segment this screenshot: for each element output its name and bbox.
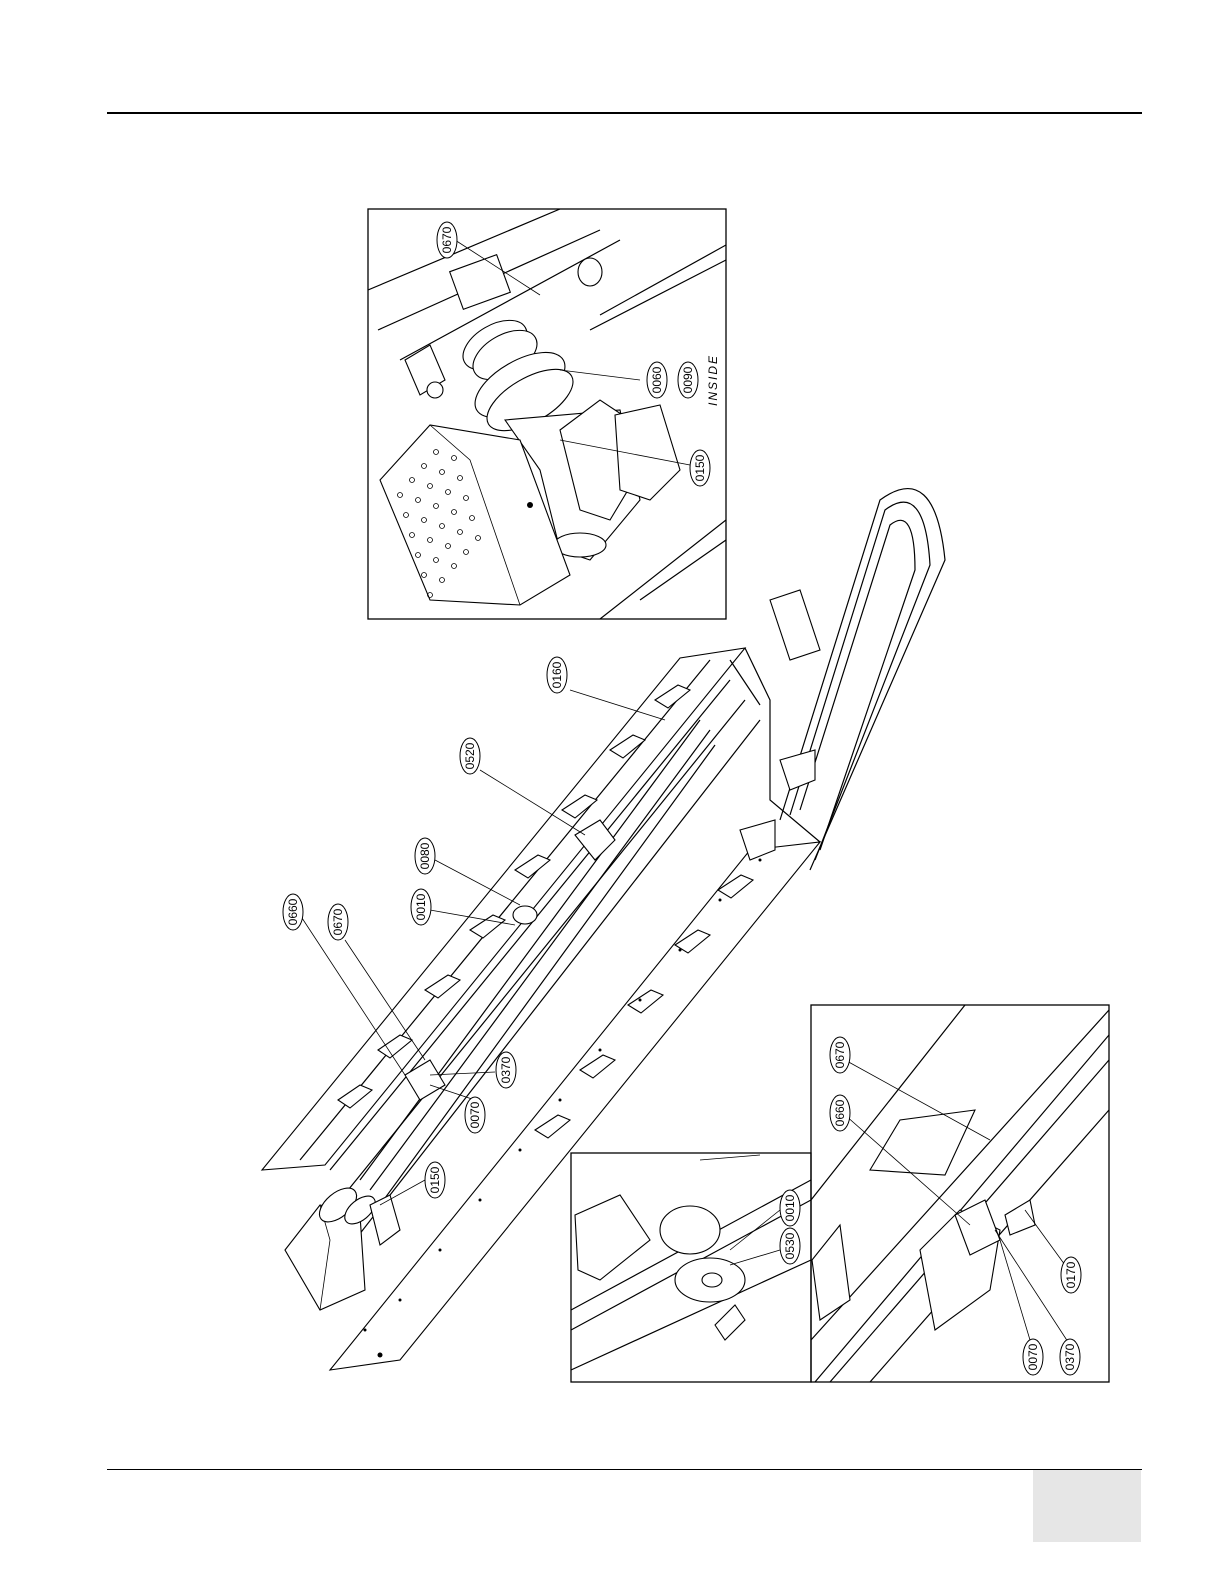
- inset-bottom-left-artwork: [571, 1155, 811, 1370]
- callout-main-0160-label: 0160: [550, 661, 564, 688]
- callout-br-0670-label: 0670: [833, 1041, 847, 1068]
- callouts: 0670 0060 0090 0150 INSIDE 0160 0520 008: [283, 222, 1081, 1375]
- callout-br-0670: 0670: [830, 1037, 850, 1073]
- callout-bl-0530-label: 0530: [783, 1232, 797, 1259]
- callout-br-0170-label: 0170: [1064, 1261, 1078, 1288]
- inset-bottom-right-artwork: [811, 1005, 1109, 1382]
- callout-br-0660-label: 0660: [833, 1099, 847, 1126]
- callout-main-0370-label: 0370: [499, 1056, 513, 1083]
- callout-main-0080-label: 0080: [418, 842, 432, 869]
- callout-main-0660: 0660: [283, 894, 303, 930]
- callout-main-0370: 0370: [496, 1052, 516, 1088]
- callout-main-0010: 0010: [411, 889, 431, 925]
- callout-main-0160: 0160: [547, 657, 567, 693]
- callout-bl-0530: 0530: [780, 1228, 800, 1264]
- callout-main-0520: 0520: [460, 738, 480, 774]
- callout-top-0060-label: 0060: [650, 366, 664, 393]
- inset-top-artwork: [368, 209, 726, 619]
- inset-bottom-right: [811, 1005, 1109, 1382]
- callout-br-0070-label: 0070: [1026, 1343, 1040, 1370]
- callout-main-0010-label: 0010: [414, 893, 428, 920]
- inside-note-label: INSIDE: [706, 354, 720, 406]
- callout-br-0170: 0170: [1061, 1257, 1081, 1293]
- callout-top-0150: 0150: [690, 450, 710, 486]
- callout-br-0070: 0070: [1023, 1339, 1043, 1375]
- callout-main-0070: 0070: [465, 1097, 485, 1133]
- callout-bl-0010-label: 0010: [783, 1194, 797, 1221]
- callout-br-0370-label: 0370: [1063, 1343, 1077, 1370]
- callout-top-0060: 0060: [647, 362, 667, 398]
- callout-top-0150-label: 0150: [693, 454, 707, 481]
- callout-main-0150: 0150: [425, 1162, 445, 1198]
- callout-top-0090: 0090: [678, 362, 698, 398]
- callout-br-0660: 0660: [830, 1095, 850, 1131]
- callout-br-0370: 0370: [1060, 1339, 1080, 1375]
- callout-main-0670: 0670: [328, 904, 348, 940]
- callout-main-0660-label: 0660: [286, 898, 300, 925]
- callout-main-0150-label: 0150: [428, 1166, 442, 1193]
- inset-bottom-left: [571, 1153, 811, 1382]
- callout-main-0070-label: 0070: [468, 1101, 482, 1128]
- callout-top-0670: 0670: [437, 222, 457, 258]
- inset-top: [368, 209, 726, 619]
- callout-top-0090-label: 0090: [681, 366, 695, 393]
- callout-bl-0010: 0010: [780, 1190, 800, 1226]
- inset-bottom-right-frame: [811, 1005, 1109, 1382]
- callout-top-0670-label: 0670: [440, 226, 454, 253]
- callout-main-0670-label: 0670: [331, 908, 345, 935]
- callout-main-0080: 0080: [415, 838, 435, 874]
- inside-note: INSIDE: [706, 354, 720, 406]
- callout-main-0520-label: 0520: [463, 742, 477, 769]
